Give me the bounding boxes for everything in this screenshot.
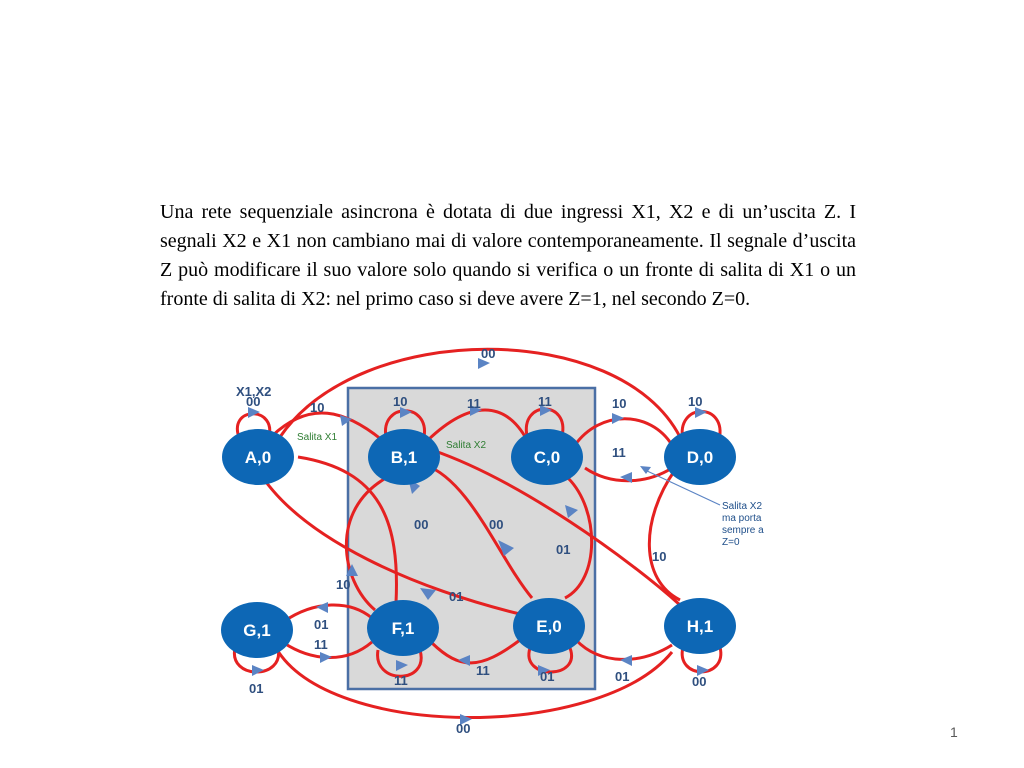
arc-c-d — [573, 417, 674, 446]
note-pointer — [644, 469, 721, 506]
state-h-label: H,1 — [687, 617, 713, 636]
state-labels: A,0 B,1 C,0 D,0 G,1 F,1 E,0 H,1 — [243, 448, 713, 640]
state-g-label: G,1 — [243, 621, 270, 640]
arc-b-c — [426, 408, 529, 442]
label-e-self: 01 — [540, 669, 554, 684]
label-b-self: 10 — [393, 394, 407, 409]
state-f — [367, 600, 439, 656]
label-b-e: 00 — [489, 517, 503, 532]
arrowhead — [620, 655, 632, 666]
label-g-self: 01 — [249, 681, 263, 696]
arrowhead — [458, 655, 470, 666]
arrowhead — [346, 564, 358, 576]
arrowhead — [400, 407, 412, 418]
annotation-salita-x1: Salita X1 — [297, 432, 337, 443]
annotation-salita-x2: Salita X2 — [446, 440, 486, 451]
label-b-c: 11 — [467, 396, 481, 411]
arc-d-h — [647, 469, 681, 602]
arrowhead — [248, 407, 260, 418]
state-d-label: D,0 — [687, 448, 713, 467]
arrowhead — [697, 665, 709, 676]
arrowhead — [420, 588, 436, 600]
arc-c-e — [564, 476, 594, 600]
state-f-label: F,1 — [392, 619, 415, 638]
arrowhead — [340, 415, 352, 426]
state-e — [513, 598, 585, 654]
label-d-c: 11 — [612, 445, 626, 460]
arrowhead — [320, 652, 332, 663]
note-line-2: ma porta — [722, 513, 762, 524]
state-d — [664, 429, 736, 485]
arc-a-e-01 — [256, 469, 521, 616]
input-header: X1,X2 — [236, 384, 271, 399]
arc-g-f — [282, 603, 373, 624]
arrowhead — [470, 405, 482, 416]
label-e-f: 11 — [476, 663, 490, 678]
arc-h-e — [574, 638, 673, 661]
arc-e-f — [430, 638, 521, 665]
transition-arcs — [233, 347, 723, 719]
label-f-g: 11 — [314, 637, 328, 652]
arrowhead — [538, 665, 550, 676]
problem-statement: Una rete sequenziale asincrona è dotata … — [160, 201, 856, 310]
label-h-e: 01 — [615, 669, 629, 684]
transition-labels: X1,X2 00 00 10 10 11 11 10 11 10 00 00 0… — [236, 346, 706, 736]
note-line-1: Salita X2 — [722, 501, 762, 512]
state-nodes — [221, 429, 736, 658]
arrowhead — [695, 407, 707, 418]
label-b-f: 00 — [414, 517, 428, 532]
note-line-4: Z=0 — [722, 537, 740, 548]
state-a-label: A,0 — [245, 448, 271, 467]
arc-e-self — [527, 647, 574, 674]
label-c-e: 01 — [556, 542, 570, 557]
arc-e-b-long — [431, 448, 682, 607]
arc-a-f-00 — [297, 455, 398, 604]
transition-arrowheads — [248, 358, 709, 725]
label-c-self: 11 — [538, 394, 552, 409]
arc-a-b — [270, 411, 383, 442]
state-c-label: C,0 — [534, 448, 560, 467]
arc-a-d-top — [278, 347, 682, 438]
label-h-self: 00 — [692, 674, 706, 689]
arc-b-e — [424, 463, 534, 599]
arrowhead — [460, 714, 472, 725]
state-b-label: B,1 — [391, 448, 417, 467]
arrowhead — [498, 540, 514, 556]
arrowhead — [612, 413, 624, 424]
arrowhead — [252, 665, 264, 676]
note-salita-x2-d: Salita X2 ma porta sempre a Z=0 — [722, 501, 764, 548]
label-a-b: 10 — [310, 400, 324, 415]
arrowhead — [620, 472, 632, 483]
note-pointer-arrowhead — [640, 466, 651, 474]
label-h-g: 00 — [456, 721, 470, 736]
label-c-d: 10 — [612, 396, 626, 411]
label-f-self: 11 — [394, 673, 408, 688]
label-a-f: 01 — [449, 589, 463, 604]
state-g — [221, 602, 293, 658]
label-d-self: 10 — [688, 394, 702, 409]
label-d-h: 10 — [652, 549, 666, 564]
note-line-3: sempre a — [722, 525, 764, 536]
arrowhead — [396, 660, 408, 671]
state-c — [511, 429, 583, 485]
label-f-b: 10 — [336, 577, 350, 592]
state-b — [368, 429, 440, 485]
arrowhead — [478, 358, 490, 369]
arrowhead — [540, 405, 552, 416]
arc-f-self — [376, 649, 423, 678]
state-a — [222, 429, 294, 485]
arrowhead — [316, 602, 328, 613]
state-h — [664, 598, 736, 654]
slide-number: 1 — [950, 724, 958, 740]
label-a-d-top: 00 — [481, 346, 495, 361]
state-e-label: E,0 — [536, 617, 562, 636]
label-a-self: 00 — [246, 394, 260, 409]
label-g-f: 01 — [314, 617, 328, 632]
arrowhead — [565, 505, 578, 518]
